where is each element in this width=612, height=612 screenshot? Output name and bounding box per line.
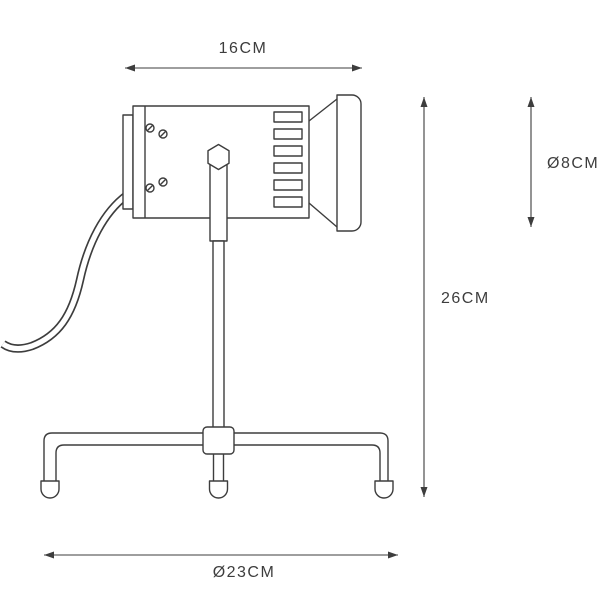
dimension-labels: 16CM Ø8CM 26CM Ø23CM: [213, 40, 599, 581]
dimension-arrows: [44, 64, 535, 559]
screw-slot: [159, 130, 167, 138]
dim-label-lens-diameter: Ø8CM: [547, 155, 599, 172]
base-center-hub: [202, 426, 235, 455]
vent-slot: [273, 145, 303, 157]
foot-left: [40, 480, 60, 499]
foot-center: [208, 480, 229, 499]
vent-slot: [273, 162, 303, 174]
foot-right: [374, 480, 394, 499]
vent-slot: [273, 179, 303, 191]
dimension-lines: [44, 67, 532, 556]
lamp-drawing-group: [0, 94, 394, 499]
cable-gland: [122, 114, 134, 210]
arrow-left-icon: [44, 551, 54, 559]
vent-slot: [273, 111, 303, 123]
arrow-left-icon: [125, 64, 135, 72]
stem: [207, 143, 230, 431]
dim-label-top-width: 16CM: [219, 40, 268, 57]
cone-top-line: [308, 98, 338, 122]
stem-lower-pole: [212, 240, 225, 431]
tripod-base: [40, 426, 394, 499]
housing-screws: [145, 123, 168, 193]
dim-label-base-diameter: Ø23CM: [213, 564, 276, 581]
vent-slots: [273, 111, 303, 208]
arrow-up-icon: [420, 97, 428, 107]
lens-assembly: [308, 94, 362, 232]
vent-slot: [273, 128, 303, 140]
vent-slot: [273, 196, 303, 208]
screw-slot: [159, 178, 167, 186]
arrow-right-icon: [388, 551, 398, 559]
power-cable: [0, 191, 130, 353]
screw-slot: [146, 184, 154, 192]
arrow-right-icon: [352, 64, 362, 72]
pivot-hex-nut: [207, 143, 230, 171]
lens-front-ring: [336, 94, 362, 232]
screw-slot: [146, 124, 154, 132]
arrow-down-icon: [527, 217, 535, 227]
power-cable-outer: [0, 191, 130, 353]
arrow-down-icon: [420, 487, 428, 497]
dim-label-height: 26CM: [441, 290, 490, 307]
cone-bottom-line: [308, 202, 338, 228]
power-cable-inner: [1, 192, 129, 352]
arrow-up-icon: [527, 97, 535, 107]
